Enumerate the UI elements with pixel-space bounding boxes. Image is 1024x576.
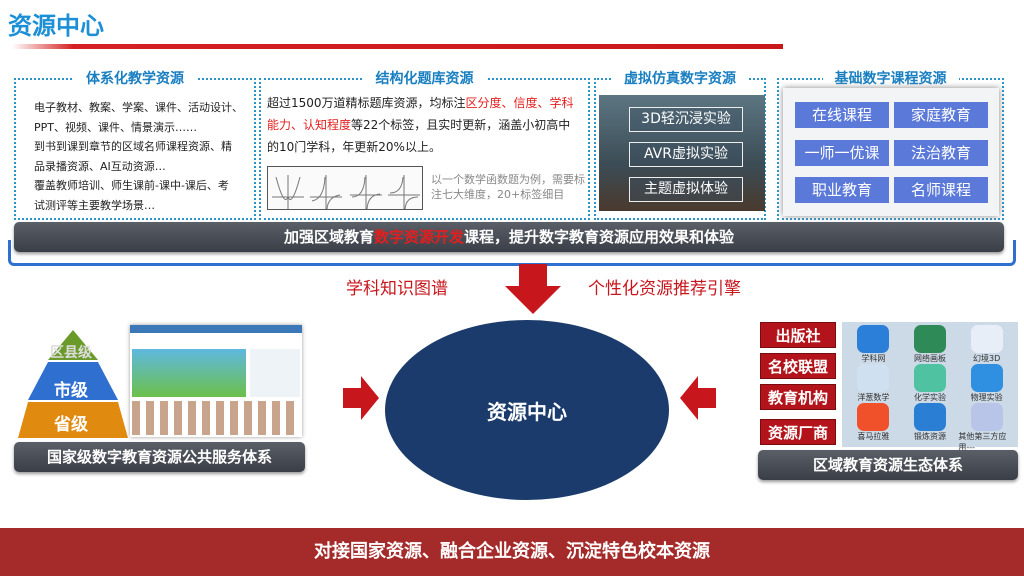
panel-virtual-simulation: 虚拟仿真数字资源 3D轻沉浸实验 AVR虚拟实验 主题虚拟体验	[594, 68, 766, 220]
app-item[interactable]: 锻炼资源	[902, 403, 959, 453]
app-icon	[970, 403, 1003, 431]
app-icon	[970, 325, 1003, 353]
vr-photo: 3D轻沉浸实验 AVR虚拟实验 主题虚拟体验	[599, 95, 765, 211]
national-system-bar: 国家级数字教育资源公共服务体系	[14, 442, 305, 472]
app-item[interactable]: 喜马拉雅	[845, 403, 902, 453]
app-icon	[857, 325, 890, 353]
panel-line: 电子教材、教案、学案、课件、活动设计、	[34, 101, 243, 114]
banner-text: 课程，提升数字教育资源应用效果和体验	[464, 228, 735, 246]
panel-basic-courses: 基础数字课程资源 在线课程 家庭教育 一师一优课 法治教育 职业教育 名师课程	[777, 68, 1004, 220]
app-item[interactable]: 其他第三方应用---	[958, 403, 1015, 453]
graph-note: 以一个数学函数题为例，需要标注七大维度，20+标签细目	[431, 173, 585, 201]
app-label: 物理实验	[970, 393, 1003, 402]
function-graph-image	[267, 166, 423, 210]
panel-line: 到书到课到章节的区域名师课程资源、精	[34, 140, 232, 153]
panel-line: PPT、视频、课件、情景演示……	[34, 120, 197, 134]
pyramid-province: 省级	[54, 415, 88, 435]
course-button[interactable]: 家庭教育	[894, 102, 988, 128]
panel-text-highlight: 区分度、信度、学科能力、认知程度	[267, 96, 574, 132]
app-icon	[913, 403, 946, 431]
app-item[interactable]: 洋葱数学	[845, 364, 902, 403]
app-label: 化学实验	[913, 393, 946, 402]
app-label: 其他第三方应用---	[958, 432, 1007, 452]
app-label: 洋葱数学	[857, 393, 890, 402]
label-school-alliance: 名校联盟	[760, 353, 836, 379]
pyramid-city: 市级	[54, 381, 88, 401]
panel-title: 基础数字课程资源	[822, 68, 959, 88]
pyramid-county: 区县级	[50, 345, 92, 361]
course-button[interactable]: 职业教育	[795, 177, 889, 203]
right-arrow-icon	[343, 376, 379, 420]
app-icon	[970, 364, 1003, 392]
app-icon	[857, 364, 890, 392]
course-button[interactable]: 法治教育	[894, 140, 988, 166]
top-banner: 加强区域教育数字资源开发课程，提升数字教育资源应用效果和体验	[14, 222, 1004, 252]
panel-title: 体系化教学资源	[74, 68, 196, 88]
app-item[interactable]: 物理实验	[958, 364, 1015, 403]
app-item[interactable]: 幻境3D	[958, 325, 1015, 364]
resource-center-ellipse: 资源中心	[385, 320, 669, 500]
page-title: 资源中心	[8, 12, 104, 40]
knowledge-graph-label: 学科知识图谱	[346, 279, 448, 299]
app-item[interactable]: 化学实验	[902, 364, 959, 403]
ecosystem-bar: 区域教育资源生态体系	[758, 450, 1018, 480]
bracket-line	[8, 240, 1016, 266]
course-screenshot: 在线课程 家庭教育 一师一优课 法治教育 职业教育 名师课程	[783, 88, 999, 216]
app-label: 喜马拉雅	[857, 432, 890, 441]
label-edu-institution: 教育机构	[760, 384, 836, 410]
app-icon	[913, 364, 946, 392]
label-publisher: 出版社	[760, 322, 836, 348]
title-underline	[12, 44, 783, 49]
national-platform-screenshot	[130, 325, 302, 437]
panel-text: 超过1500万道精标题库资源，均标注	[267, 96, 466, 110]
recommendation-engine-label: 个性化资源推荐引擎	[588, 279, 741, 299]
panel-title: 结构化题库资源	[363, 68, 486, 88]
panel-teaching-resources: 体系化教学资源 电子教材、教案、学案、课件、活动设计、 PPT、视频、课件、情景…	[14, 68, 256, 220]
vr-button-theme[interactable]: 主题虚拟体验	[629, 177, 743, 202]
app-label: 网络画板	[913, 354, 946, 363]
down-arrow-icon	[505, 264, 561, 314]
app-label: 锻炼资源	[913, 432, 946, 441]
course-button[interactable]: 在线课程	[795, 102, 889, 128]
vr-button-avr[interactable]: AVR虚拟实验	[629, 142, 743, 167]
app-grid: 学科网 网络画板 幻境3D 洋葱数学 化学实验 物理实验喜马拉雅 锻炼资源 其他第三方应用--…	[842, 322, 1018, 452]
course-button[interactable]: 名师课程	[894, 177, 988, 203]
app-icon	[857, 403, 890, 431]
app-label: 幻境3D	[973, 354, 1001, 363]
center-label: 资源中心	[487, 399, 567, 424]
panel-line: 品录播资源、AI互动资源…	[34, 159, 166, 173]
panel-title: 虚拟仿真数字资源	[612, 68, 748, 88]
course-button[interactable]: 一师一优课	[795, 140, 889, 166]
panel-question-bank: 结构化题库资源 超过1500万道精标题库资源，均标注区分度、信度、学科能力、认知…	[259, 68, 590, 220]
banner-highlight: 数字资源开发	[373, 228, 464, 246]
level-pyramid	[18, 330, 128, 438]
banner-text: 加强区域教育	[283, 228, 374, 246]
panel-line: 试测评等主要教学场景…	[34, 198, 155, 212]
vr-button-3d[interactable]: 3D轻沉浸实验	[629, 107, 743, 132]
app-icon	[913, 325, 946, 353]
bottom-banner: 对接国家资源、融合企业资源、沉淀特色校本资源	[0, 528, 1024, 576]
left-arrow-icon	[680, 376, 716, 420]
app-label: 学科网	[861, 354, 886, 363]
label-vendor: 资源厂商	[760, 419, 836, 445]
panel-line: 覆盖教师培训、师生课前-课中-课后、考	[34, 179, 229, 192]
app-item[interactable]: 学科网	[845, 325, 902, 364]
panel-text: 等22个标签，且实时更新，涵盖小初高中的10门学科，年更新20%以上。	[267, 118, 571, 154]
app-item[interactable]: 网络画板	[902, 325, 959, 364]
